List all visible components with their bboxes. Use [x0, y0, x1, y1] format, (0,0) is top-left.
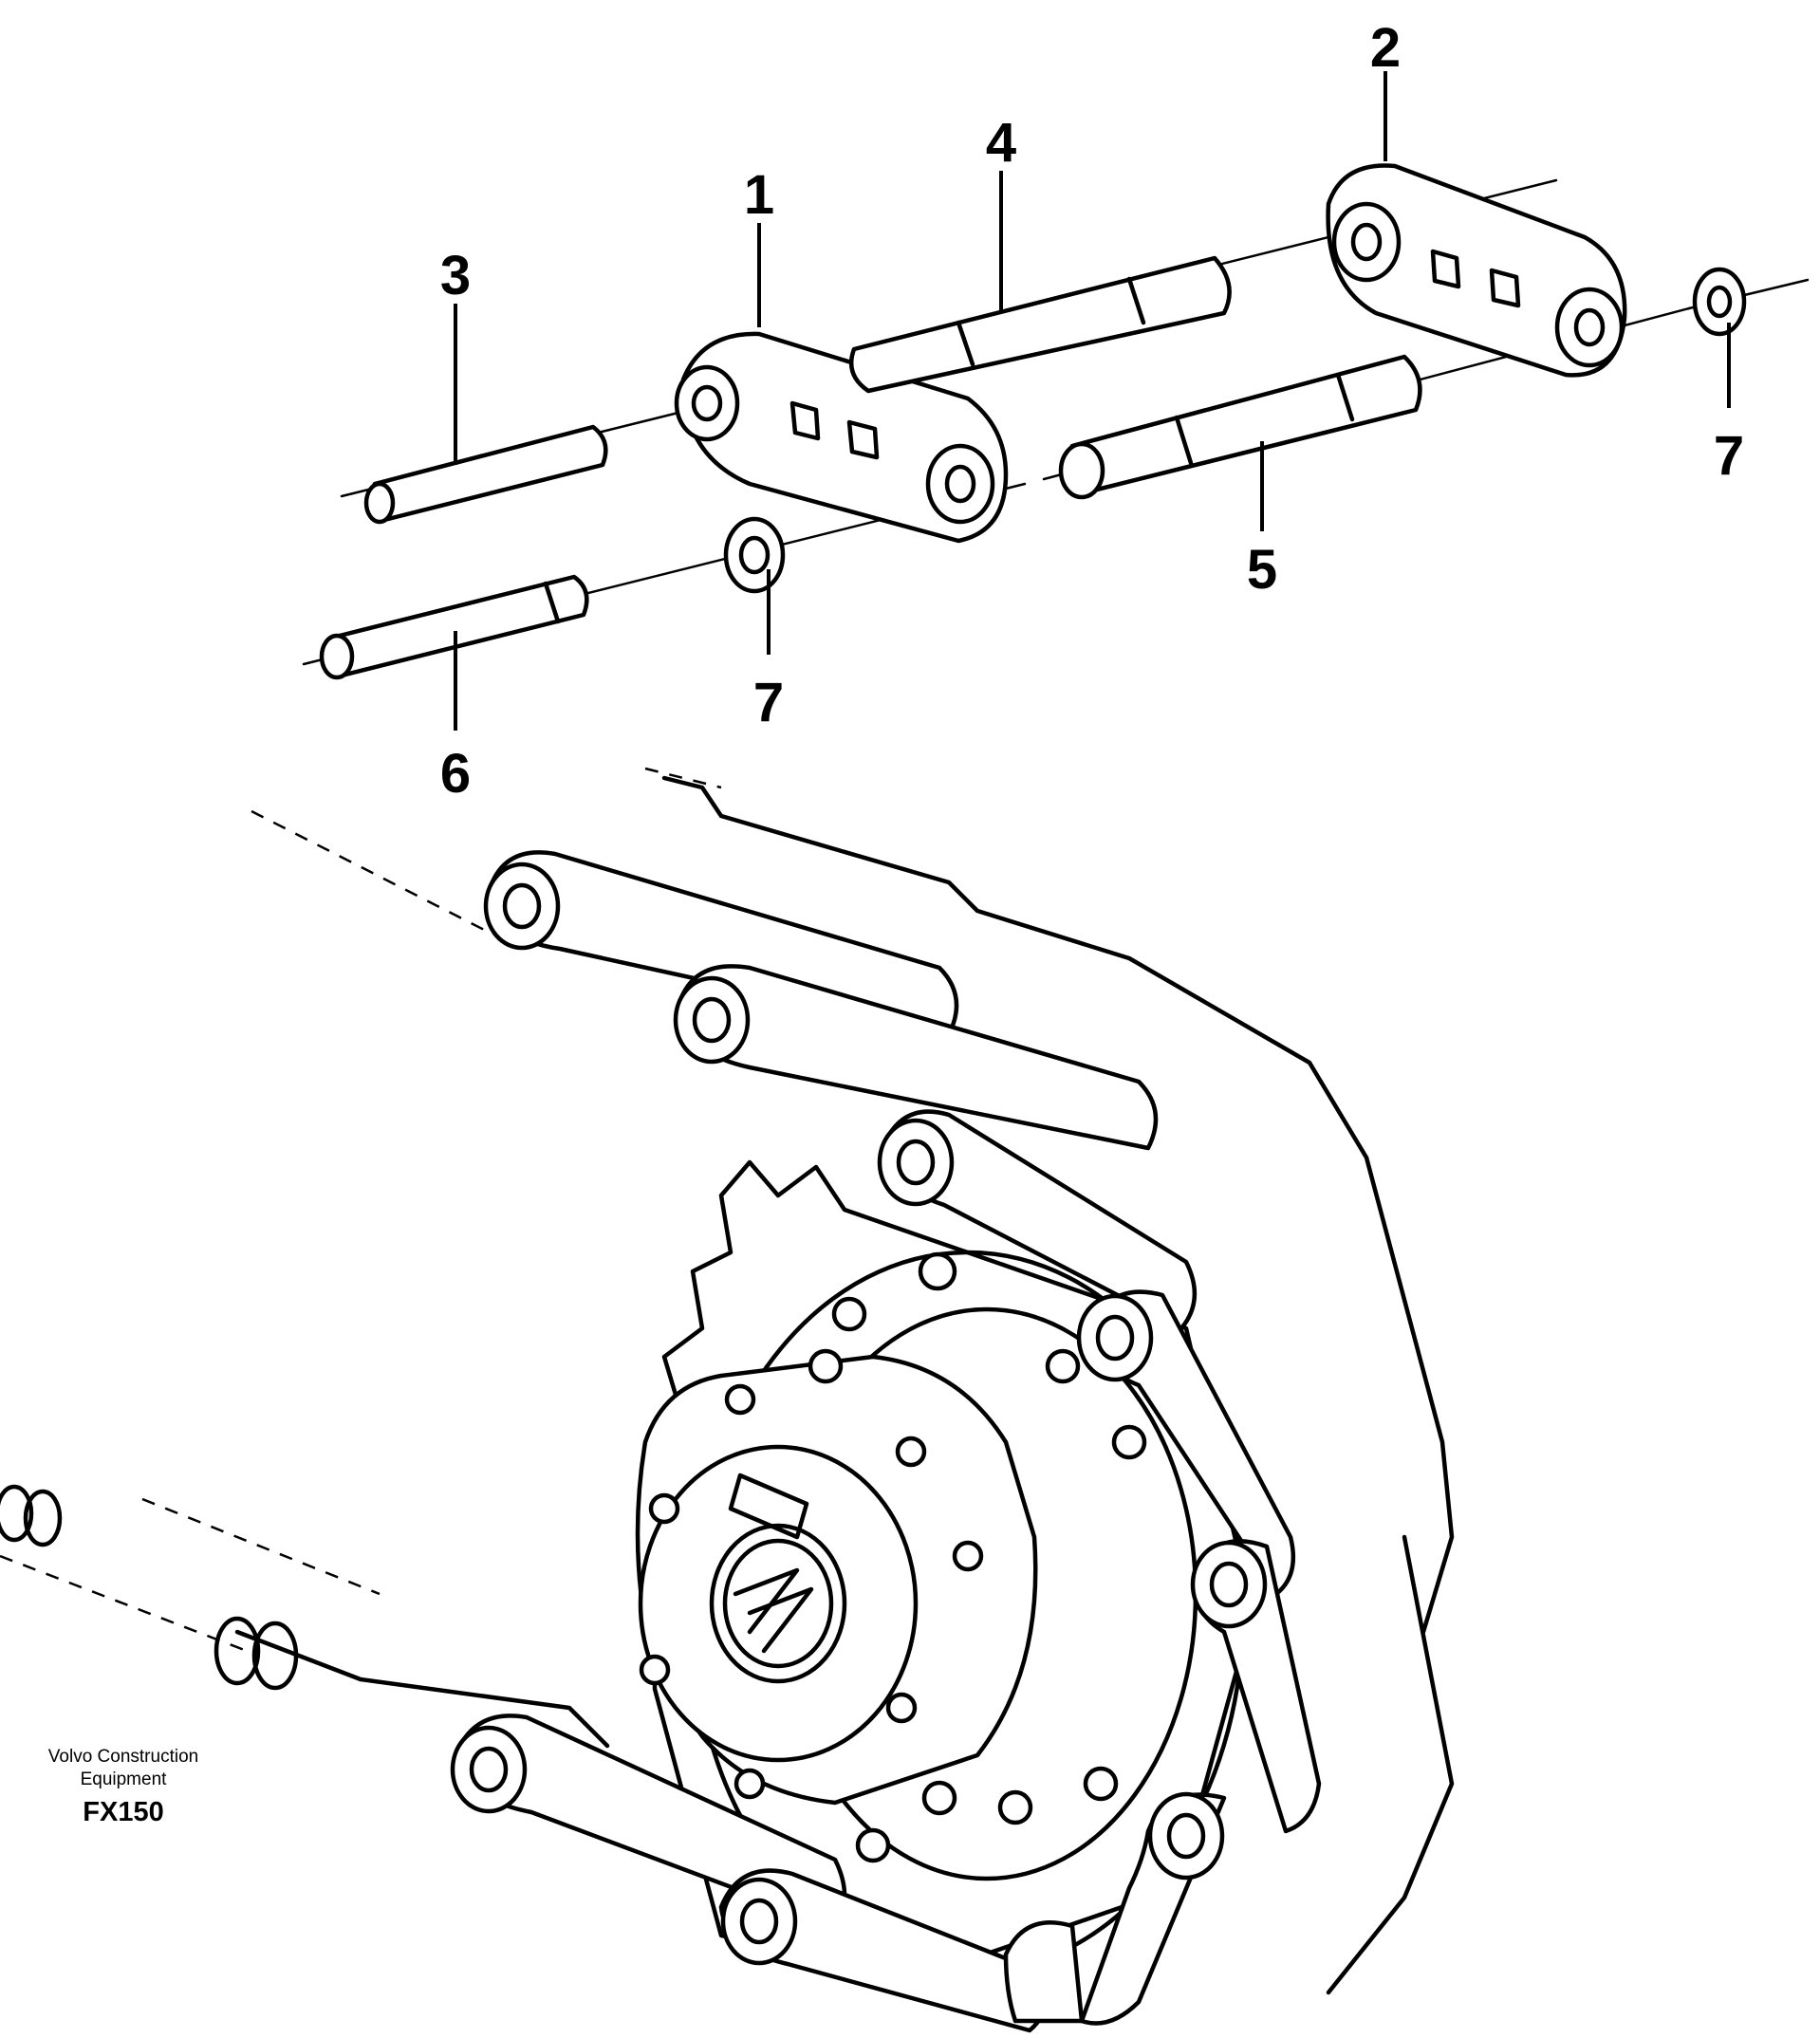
seal-part-7-right: [1692, 267, 1747, 337]
track-chain: [0, 775, 1455, 2033]
callout-1: 1: [744, 164, 774, 327]
callout-label-2: 2: [1370, 17, 1401, 79]
callout-7-right: 7: [1714, 323, 1744, 487]
bushing-part-5: [1058, 354, 1422, 500]
drive-motor-hub: [635, 1354, 1038, 1806]
sprocket-drive-assembly: [0, 767, 1455, 2033]
callout-label-7-left: 7: [753, 672, 784, 733]
brand-line-2: Equipment: [80, 1769, 167, 1789]
callout-label-5: 5: [1247, 539, 1277, 601]
callouts: 1 2 3 4 5 6 7 7: [440, 17, 1744, 805]
exploded-parts: [302, 163, 1810, 680]
pin-part-3: [363, 424, 608, 525]
sprocket-bolts: [808, 1251, 1147, 1863]
brand-line-1: Volvo Construction: [47, 1747, 199, 1767]
callout-7-left: 7: [753, 569, 784, 733]
track-link-part-1: [674, 331, 1009, 544]
model-code: FX150: [83, 1797, 164, 1827]
callout-label-7-right: 7: [1714, 425, 1744, 487]
callout-4: 4: [986, 112, 1016, 313]
callout-2: 2: [1370, 17, 1401, 161]
seal-part-7-left: [723, 516, 786, 594]
callout-label-1: 1: [744, 164, 774, 226]
callout-label-3: 3: [440, 245, 471, 306]
callout-3: 3: [440, 245, 471, 465]
pin-part-6: [319, 574, 589, 680]
bushing-part-4: [848, 255, 1232, 394]
callout-label-4: 4: [986, 112, 1016, 174]
track-link-part-2: [1326, 163, 1627, 378]
publisher-caption: Volvo Construction Equipment FX150: [19, 1746, 228, 1828]
callout-6: 6: [440, 631, 471, 805]
callout-5: 5: [1247, 441, 1277, 601]
callout-label-6: 6: [440, 743, 471, 805]
